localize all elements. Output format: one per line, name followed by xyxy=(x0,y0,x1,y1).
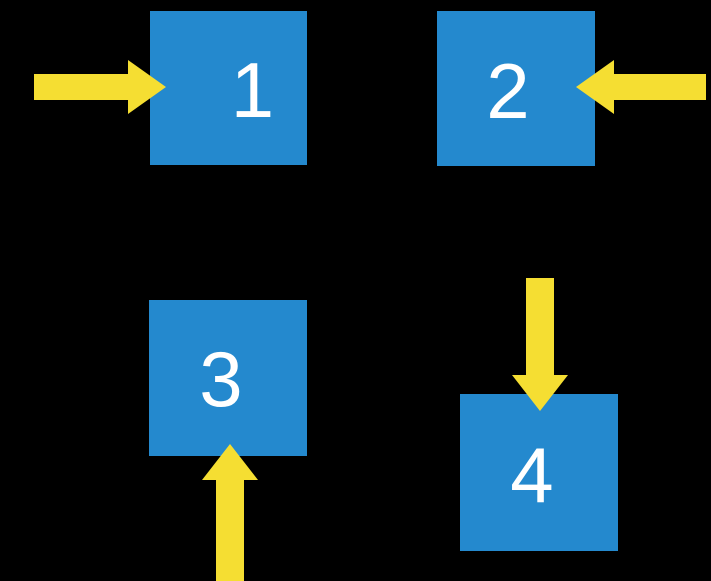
node-box-2[interactable]: 2 xyxy=(437,11,595,166)
arrow-down-icon xyxy=(512,278,568,411)
node-box-1[interactable]: 1 xyxy=(150,11,307,165)
arrow-right-icon xyxy=(34,60,166,114)
node-box-4[interactable]: 4 xyxy=(460,394,618,551)
node-box-3[interactable]: 3 xyxy=(149,300,307,456)
arrow-up-icon xyxy=(202,444,258,581)
arrow-left-icon xyxy=(576,60,706,114)
node-label-1: 1 xyxy=(230,46,275,134)
node-label-4: 4 xyxy=(510,430,554,519)
node-label-3: 3 xyxy=(199,335,243,423)
node-label-2: 2 xyxy=(486,46,530,135)
